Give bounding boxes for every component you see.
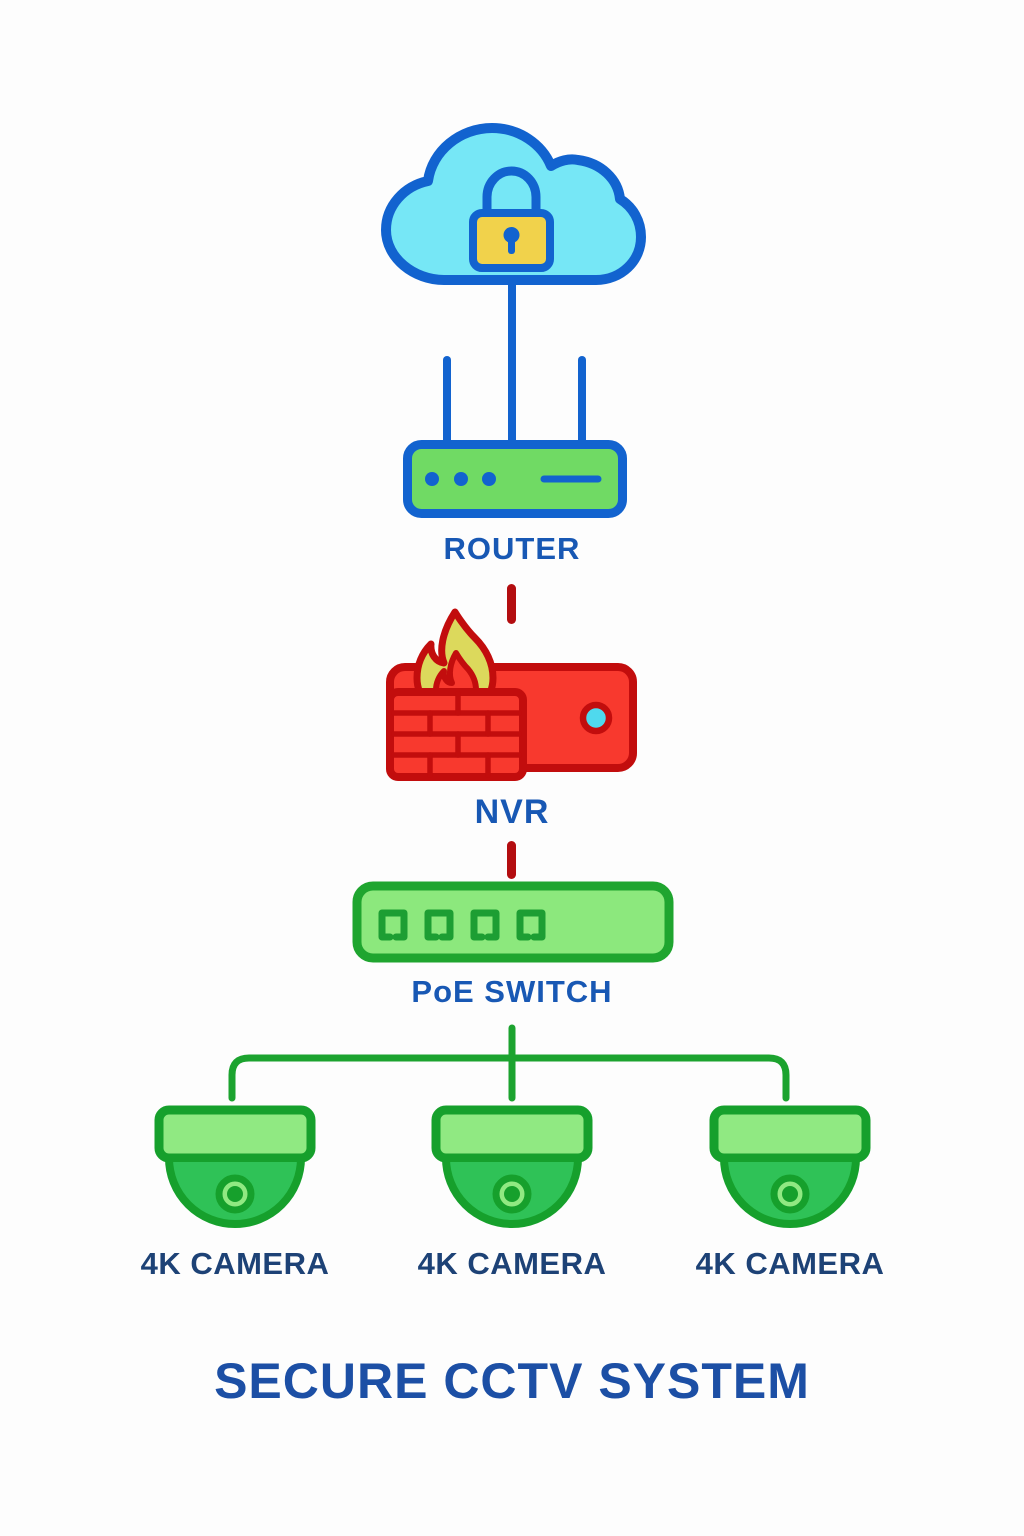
cloud-shape [381,123,646,285]
router-antenna-right [578,356,586,452]
switch-port-2 [424,909,454,941]
poe-switch-icon [352,881,674,963]
camera-label-1: 4K CAMERA [140,1246,330,1281]
camera-label-2: 4K CAMERA [417,1246,607,1281]
camera-icon-1 [154,1105,316,1228]
diagram-title: SECURE CCTV SYSTEM [214,1353,810,1409]
firewall-wall-icon [386,688,527,781]
nvr-power-button [579,701,613,735]
lock-icon [469,166,554,272]
camera-icon-3 [709,1105,871,1228]
nvr-label: NVR [474,793,550,831]
switch-camera-links [228,1024,790,1102]
nvr-icon [386,608,637,781]
router-label: ROUTER [443,531,581,566]
switch-port-3 [470,909,500,941]
cloud-router-link [508,280,516,452]
router-status-lights [425,472,496,486]
router-antenna-left [443,356,451,452]
poe-switch-label: PoE SWITCH [411,974,613,1009]
cloud-icon [381,123,646,285]
nvr-switch-link [507,841,516,879]
switch-port-4 [516,909,546,941]
switch-port-1 [378,909,408,941]
router-icon [403,440,627,518]
camera-label-3: 4K CAMERA [695,1246,885,1281]
camera-icon-2 [431,1105,593,1228]
router-nvr-link [507,584,516,624]
